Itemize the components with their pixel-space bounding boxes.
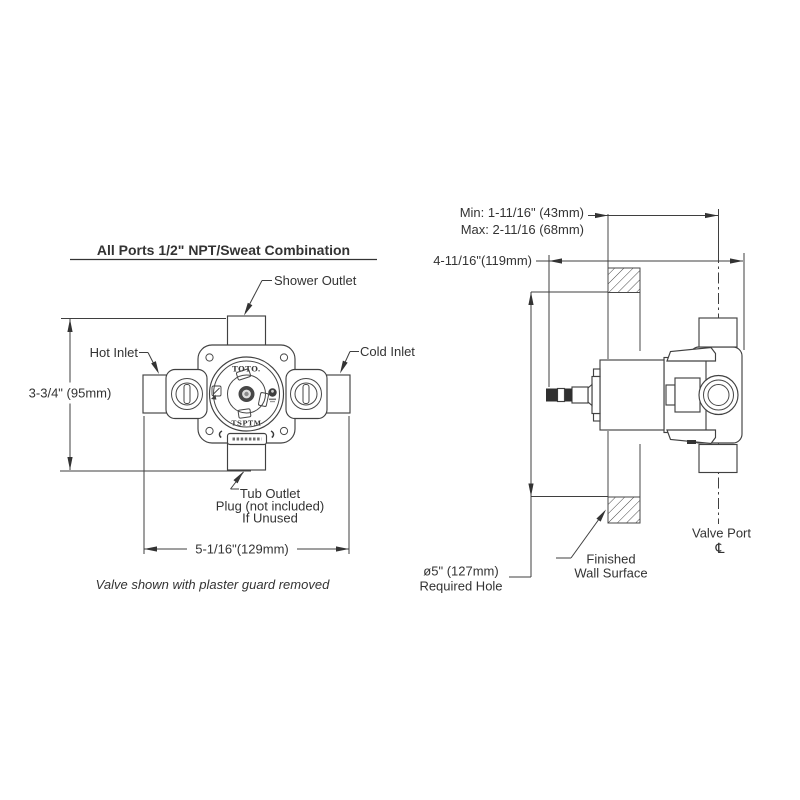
- cold-inlet-leader: Cold Inlet: [340, 344, 415, 374]
- diagram-title: All Ports 1/2" NPT/Sweat Combination: [97, 242, 350, 258]
- min-depth-text: Min: 1-11/16" (43mm): [460, 205, 584, 220]
- depth-min-max-dimension: Min: 1-11/16" (43mm) Max: 2-11/16 (68mm): [460, 205, 718, 237]
- front-view-caption: Valve shown with plaster guard removed: [96, 577, 330, 592]
- tub-port-side: [698, 443, 738, 474]
- tub-outlet-port: [226, 443, 267, 471]
- hot-inlet-port: [142, 374, 170, 414]
- height-dimension-text: 3-3/4" (95mm): [29, 386, 112, 401]
- finished-wall-label-line1: Finished: [586, 552, 635, 567]
- mounting-hole: [279, 426, 289, 436]
- cold-check-stop: [285, 368, 328, 420]
- valve-stem: [546, 386, 589, 404]
- finished-wall-label-line2: Wall Surface: [574, 566, 647, 581]
- height-dimension: 3-3/4" (95mm): [29, 318, 251, 472]
- model-marking: TSPTM: [231, 420, 261, 428]
- hot-inlet-label: Hot Inlet: [90, 345, 139, 360]
- mounting-hole: [205, 353, 214, 362]
- mounting-hole: [205, 426, 214, 436]
- width-dimension: 5-1/16"(129mm): [143, 416, 350, 557]
- retainer-clip-top: [666, 346, 717, 362]
- front-view: All Ports 1/2" NPT/Sweat Combination 3-3…: [29, 242, 416, 592]
- wall-hatch-upper: [607, 267, 641, 293]
- cold-inlet-label: Cold Inlet: [360, 344, 415, 359]
- valve-port-label-group: Valve Port ℄: [692, 526, 751, 558]
- wall-section: [607, 214, 641, 524]
- overall-depth-dimension: 4-11/16"(119mm): [433, 253, 745, 387]
- hot-inlet-leader: Hot Inlet: [90, 345, 159, 374]
- retainer-clip-bottom: [666, 429, 717, 445]
- mixing-icon: [211, 385, 222, 400]
- temp-setting-icon: [268, 388, 277, 403]
- tub-outlet-label-line1: Tub Outlet: [240, 486, 301, 501]
- side-view: Min: 1-11/16" (43mm) Max: 2-11/16 (68mm)…: [419, 205, 751, 594]
- shower-outlet-port: [226, 315, 267, 347]
- hole-size-text: ø5" (127mm): [423, 564, 498, 579]
- brand-marking: TOTO.: [232, 365, 261, 374]
- cold-inlet-port: [323, 374, 351, 414]
- mounting-hole: [279, 353, 289, 362]
- width-dimension-text: 5-1/16"(129mm): [195, 542, 288, 557]
- cartridge-housing-side: [599, 359, 665, 431]
- centerline-symbol: ℄: [715, 541, 725, 557]
- hole-required-text: Required Hole: [419, 579, 502, 594]
- valve-port-label: Valve Port: [692, 526, 751, 541]
- shower-outlet-label: Shower Outlet: [274, 273, 357, 288]
- spec-label-plate: [218, 430, 275, 446]
- hot-check-stop: [165, 368, 208, 420]
- max-depth-text: Max: 2-11/16 (68mm): [461, 222, 584, 237]
- tub-outlet-label-line3: If Unused: [242, 511, 298, 526]
- overall-depth-text: 4-11/16"(119mm): [433, 253, 532, 268]
- required-hole-dimension: ø5" (127mm) Required Hole: [419, 291, 608, 594]
- finished-wall-leader: Finished Wall Surface: [556, 509, 648, 581]
- wall-hatch-lower: [607, 496, 641, 524]
- tub-outlet-leader: Tub Outlet Plug (not included) If Unused: [216, 471, 324, 526]
- shower-port-side: [698, 317, 738, 348]
- tub-outlet-label-line2: Plug (not included): [216, 499, 324, 514]
- valve-port-opening: [698, 374, 739, 416]
- valve-body-side: [546, 317, 743, 474]
- shower-outlet-leader: Shower Outlet: [244, 273, 357, 316]
- valve-cartridge: TOTO. TSPTM: [208, 356, 285, 432]
